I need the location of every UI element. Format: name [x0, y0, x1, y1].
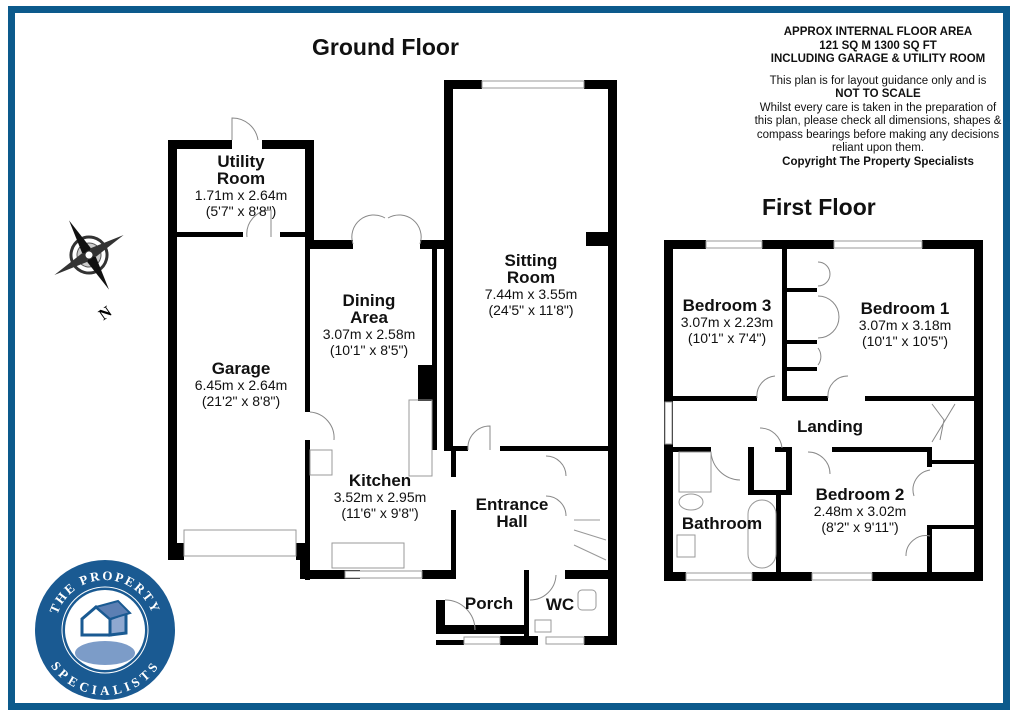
area-line-3: INCLUDING GARAGE & UTILITY ROOM: [770, 53, 986, 65]
room-utility: Utility Room 1.71m x 2.64m (5'7" x 8'8"): [194, 152, 288, 219]
copyright: Copyright The Property Specialists: [782, 155, 974, 168]
page-frame: [8, 6, 1010, 710]
floor-area-notes: APPROX INTERNAL FLOOR AREA 121 SQ M 1300…: [748, 26, 1008, 169]
disclaimer-line-1: This plan is for layout guidance only an…: [769, 74, 987, 87]
room-bedroom-2: Bedroom 2 2.48m x 3.02m (8'2" x 9'11"): [813, 485, 907, 535]
room-porch: Porch: [464, 594, 514, 613]
room-sitting-room: Sitting Room 7.44m x 3.55m (24'5" x 11'8…: [484, 251, 578, 318]
property-specialists-logo: THE PROPERTY SPECIALISTS: [35, 560, 175, 700]
room-bedroom-1: Bedroom 1 3.07m x 3.18m (10'1" x 10'5"): [858, 299, 952, 349]
area-line-1: APPROX INTERNAL FLOOR AREA: [783, 26, 973, 38]
room-bedroom-3: Bedroom 3 3.07m x 2.23m (10'1" x 7'4"): [680, 296, 774, 346]
disclaimer-text: Whilst every care is taken in the prepar…: [754, 101, 1002, 155]
room-kitchen: Kitchen 3.52m x 2.95m (11'6" x 9'8"): [333, 471, 427, 521]
room-bathroom: Bathroom: [681, 514, 763, 533]
room-landing: Landing: [796, 417, 864, 436]
room-dining-area: Dining Area 3.07m x 2.58m (10'1" x 8'5"): [322, 291, 416, 358]
area-line-2: 121 SQ M 1300 SQ FT: [819, 39, 937, 52]
ground-floor-title: Ground Floor: [312, 34, 459, 60]
compass-rose-icon: [54, 220, 124, 290]
room-wc: WC: [545, 595, 575, 614]
room-entrance-hall: Entrance Hall: [475, 495, 549, 531]
not-to-scale: NOT TO SCALE: [835, 88, 921, 100]
room-garage: Garage 6.45m x 2.64m (21'2" x 8'8"): [194, 359, 288, 409]
first-floor-title: First Floor: [762, 194, 876, 220]
